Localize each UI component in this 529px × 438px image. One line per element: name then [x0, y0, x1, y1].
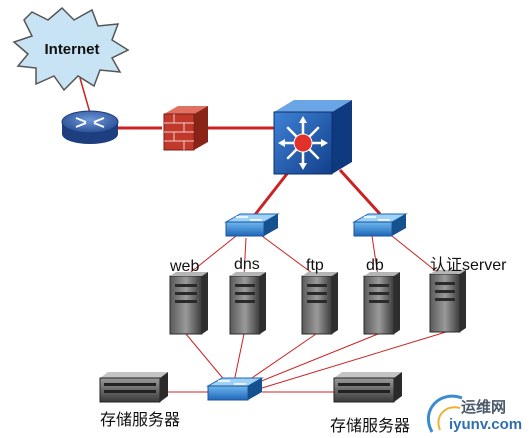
server-db [363, 272, 400, 335]
link-swl-web [185, 235, 237, 277]
link-internet-router [79, 77, 91, 114]
link-ftp-swb [245, 333, 317, 383]
internet-label: Internet [44, 41, 99, 58]
server-label-web: web [170, 258, 200, 275]
link-auth-swb [261, 331, 447, 389]
server-ftp [301, 272, 338, 335]
server-auth [429, 270, 466, 333]
server-label-db: db [366, 257, 384, 274]
link-web-swb [185, 333, 227, 383]
firewall [154, 106, 208, 151]
switch-left [224, 213, 280, 237]
server-web [169, 272, 208, 335]
switch-right [352, 213, 408, 237]
storage-label-left: 存储服务器 [100, 412, 181, 429]
storage-left [99, 372, 168, 403]
router [61, 110, 119, 144]
link-core-switch-left [252, 169, 292, 217]
internet-starburst-icon [12, 6, 130, 92]
link-swr-auth [391, 235, 443, 277]
server-label-dns: dns [234, 256, 260, 273]
link-dns-swb [233, 333, 245, 383]
link-db-swb [253, 333, 379, 385]
watermark-top-text: 运维网 [461, 399, 507, 416]
router-icon [61, 110, 119, 134]
watermark-logo-icon [426, 394, 463, 433]
watermark: 运维网 iyunv.com [417, 394, 525, 436]
watermark-bottom-text: iyunv.com [449, 416, 523, 433]
links [79, 77, 447, 393]
server-label-auth: 认证server [430, 257, 507, 274]
server-label-ftp: ftp [306, 257, 324, 274]
link-core-switch-right [338, 168, 382, 216]
link-swr-db [371, 235, 379, 277]
server-dns [229, 272, 266, 335]
switch-bottom [206, 377, 264, 401]
link-swl-ftp [261, 235, 317, 277]
internet-cloud: Internet [12, 6, 130, 92]
storage-label-right: 存储服务器 [330, 418, 411, 435]
link-swl-dns [243, 237, 247, 277]
core-switch [273, 100, 352, 175]
storage-right [333, 372, 402, 403]
